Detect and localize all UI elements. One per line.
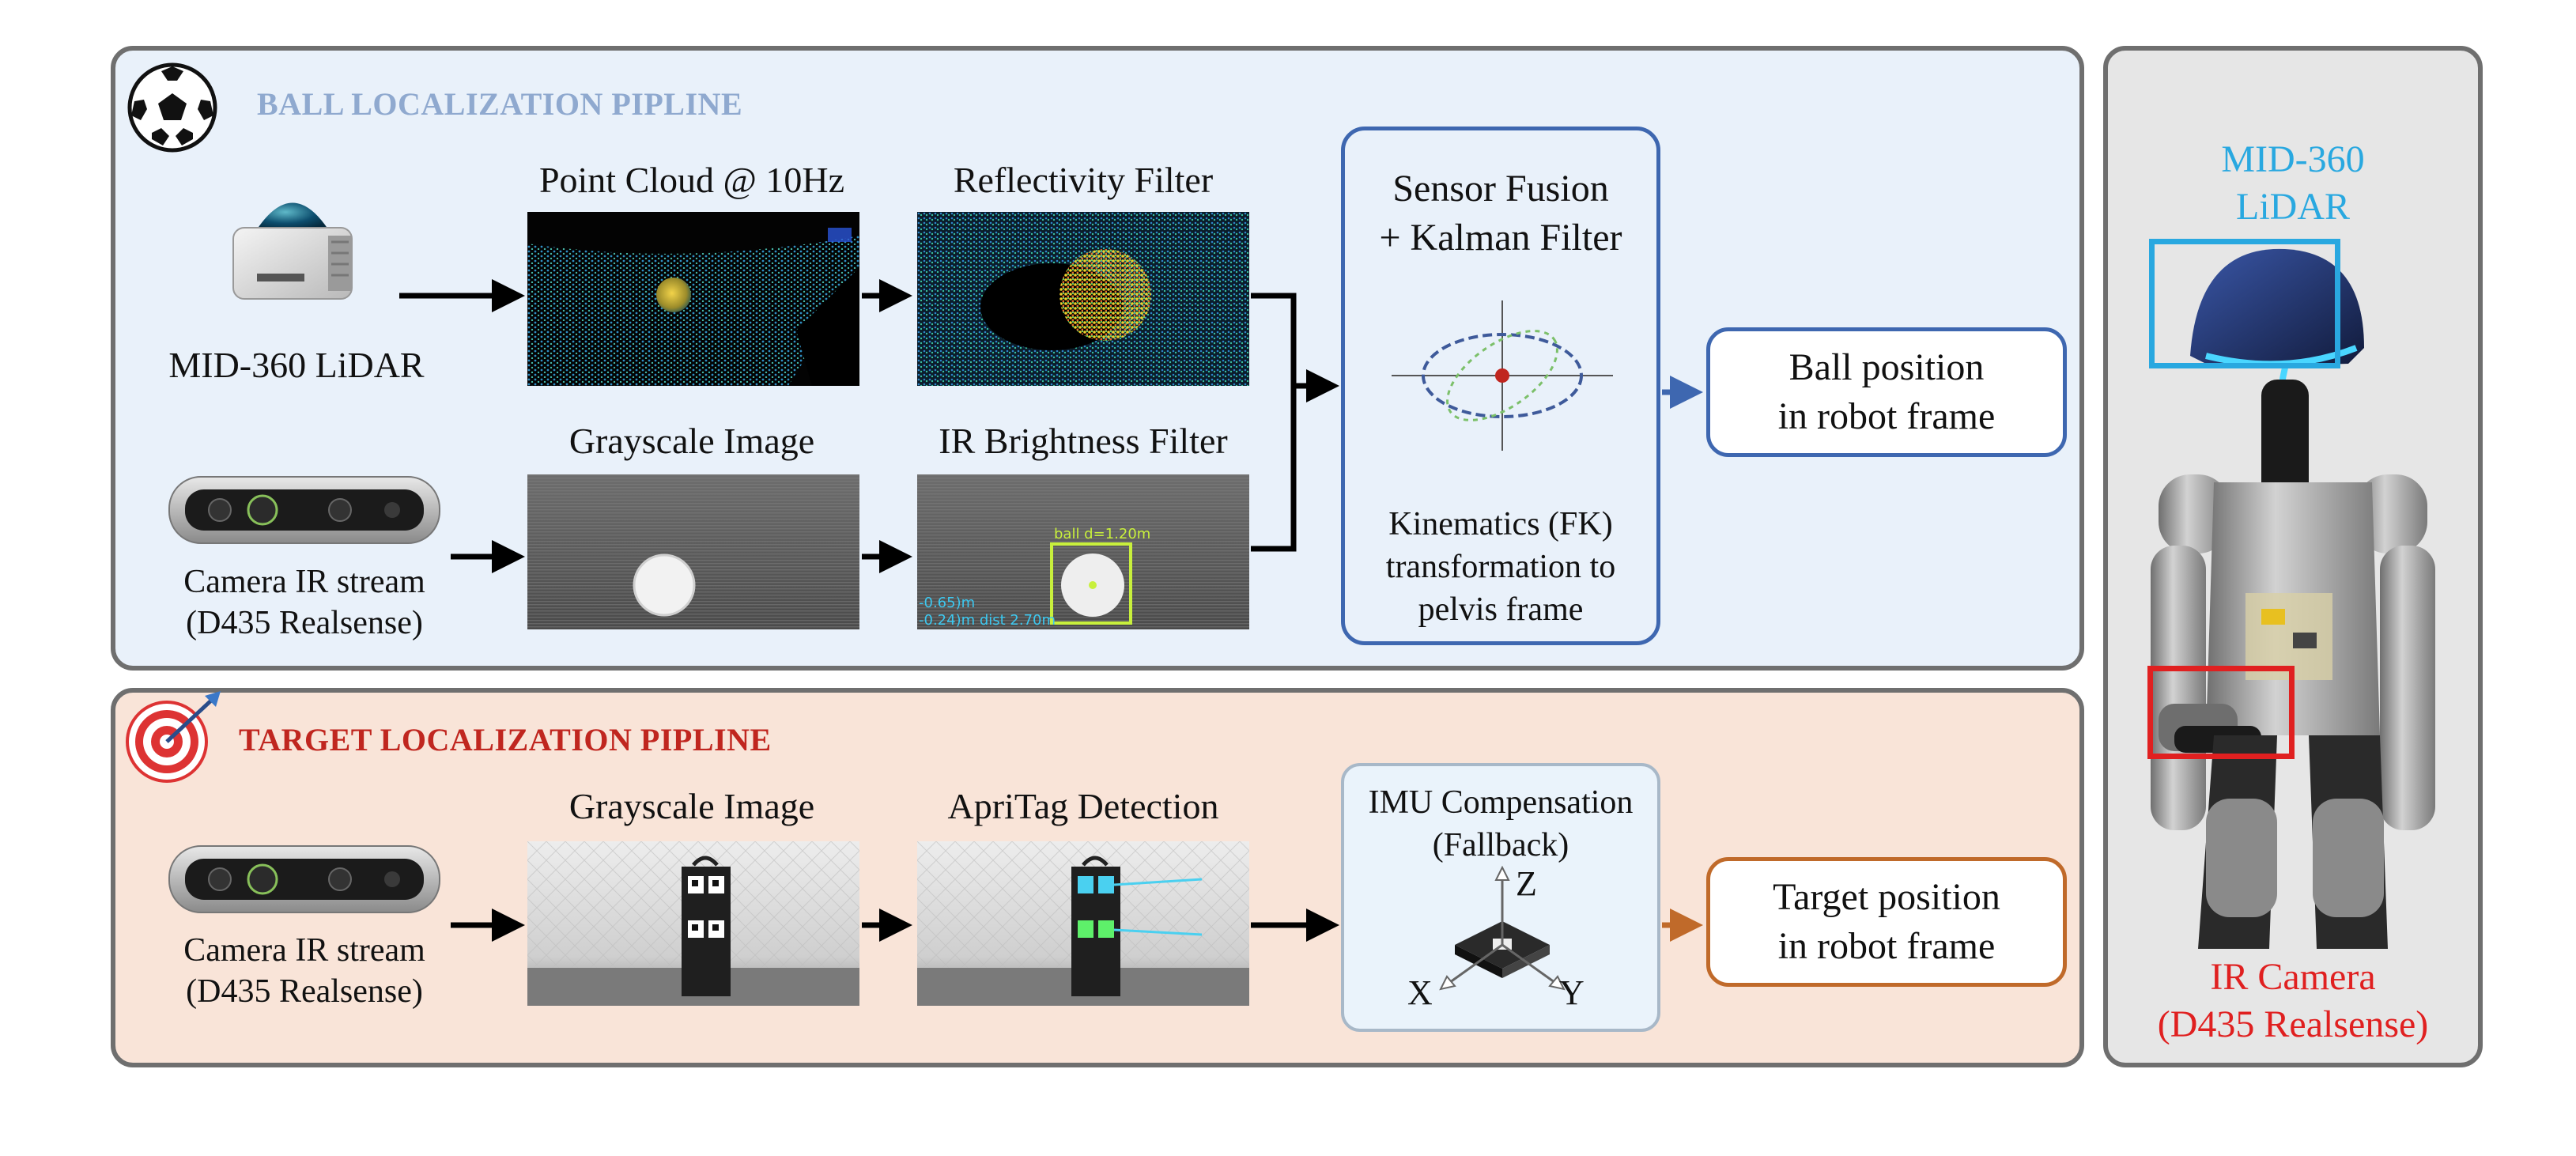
- point-cloud-label: Point Cloud @ 10Hz: [538, 160, 845, 200]
- camera-label-ball: Camera IR stream (D435 Realsense): [183, 564, 425, 641]
- point-cloud-image: [527, 212, 859, 386]
- ball-pipeline-title: BALL LOCALIZATION PIPLINE: [257, 86, 743, 122]
- fusion-title: Sensor Fusion + Kalman Filter: [1379, 168, 1622, 259]
- apritag-label: ApriTag Detection: [947, 786, 1219, 826]
- robot-camera-label: IR Camera (D435 Realsense): [2157, 956, 2429, 1045]
- robot-lidar-label: MID-360 LiDAR: [2221, 138, 2365, 228]
- reflectivity-image: [917, 212, 1249, 386]
- depth-camera-icon: [168, 845, 440, 913]
- target-dart-icon: [126, 691, 221, 783]
- sensor-fusion-box: [1341, 127, 1660, 645]
- imu-axes-icon: [1439, 866, 1566, 991]
- axis-x-label: X: [1407, 973, 1433, 1012]
- grayscale-image-target: [527, 841, 859, 1006]
- axis-y-label: Y: [1559, 973, 1585, 1012]
- grayscale-label-ball: Grayscale Image: [568, 421, 815, 461]
- soccer-ball-icon: [127, 62, 217, 153]
- axis-z-label: Z: [1516, 864, 1537, 903]
- lidar-label: MID-360 LiDAR: [168, 345, 425, 385]
- imu-title: IMU Compensation (Fallback): [1368, 784, 1634, 863]
- target-pipeline-title: TARGET LOCALIZATION PIPLINE: [239, 722, 772, 757]
- ir-brightness-label: IR Brightness Filter: [939, 421, 1228, 461]
- kalman-ellipse-icon: [1392, 300, 1613, 451]
- camera-highlight-box: [2147, 666, 2295, 759]
- camera-label-target: Camera IR stream (D435 Realsense): [183, 932, 425, 1010]
- lidar-device-icon: [232, 202, 353, 300]
- grayscale-image-ball: [527, 474, 859, 629]
- humanoid-robot-image: [2151, 248, 2435, 949]
- depth-camera-icon: [168, 476, 440, 544]
- ir-brightness-image: [917, 474, 1249, 629]
- grayscale-label-target: Grayscale Image: [568, 786, 815, 826]
- reflectivity-label: Reflectivity Filter: [953, 160, 1214, 200]
- ir-overlay-line-2: -0.24)m dist 2.70m: [919, 612, 1056, 629]
- ir-overlay-ball-distance: ball d=1.20m: [1054, 526, 1151, 542]
- fusion-subtitle: Kinematics (FK) transformation to pelvis…: [1385, 506, 1616, 628]
- apritag-detection-image: [917, 841, 1249, 1006]
- ir-overlay-line-1: -0.65)m: [919, 595, 976, 611]
- lidar-highlight-box: [2149, 239, 2340, 368]
- imu-compensation-box: [1341, 763, 1660, 1032]
